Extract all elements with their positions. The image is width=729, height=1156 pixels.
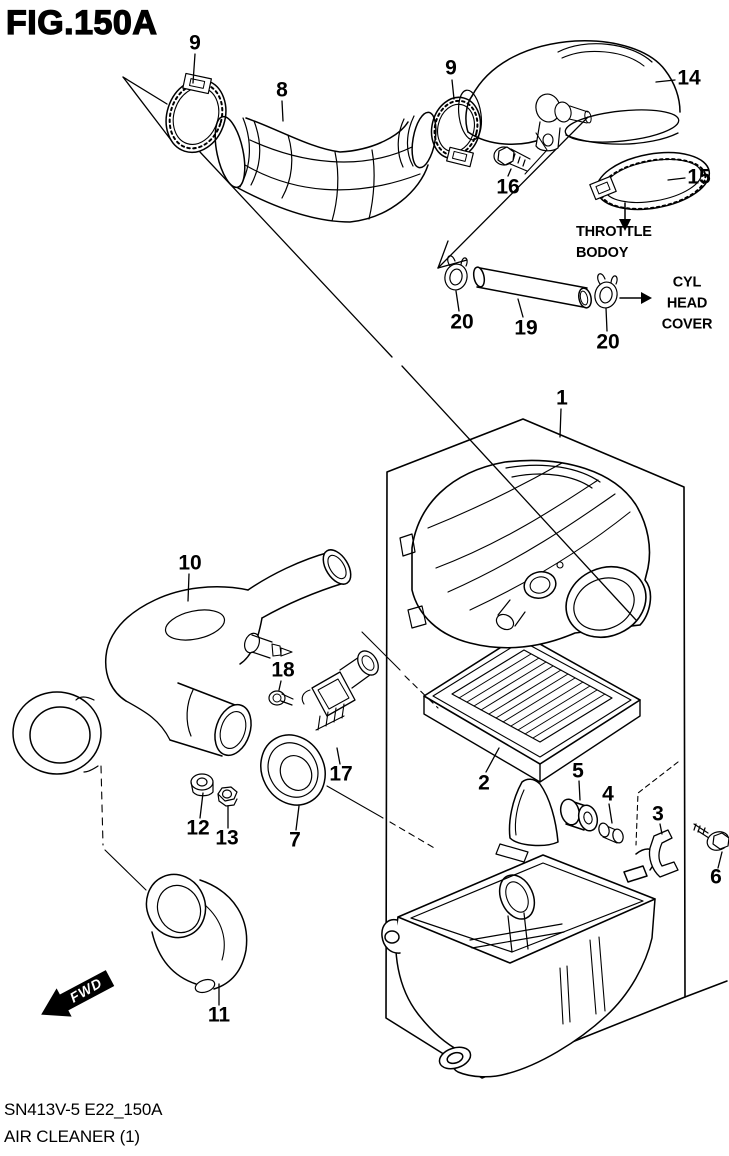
part-label-9: 9 bbox=[189, 31, 201, 55]
part-label-11: 11 bbox=[207, 1003, 231, 1027]
part-label-18: 18 bbox=[271, 658, 295, 682]
air-cleaner-case-drawing bbox=[381, 848, 659, 1078]
grommet-5-drawing bbox=[559, 798, 599, 832]
clamp-9-fork-leader bbox=[122, 76, 172, 141]
spacer-4-drawing bbox=[598, 822, 624, 844]
throttle-body-callout: THROTTLE BODOY bbox=[576, 223, 652, 261]
nut-12-drawing bbox=[190, 773, 214, 797]
part-label-16: 16 bbox=[496, 175, 520, 199]
air-cleaner-cap-drawing bbox=[399, 459, 652, 649]
hose-clip-20b-drawing bbox=[594, 273, 618, 309]
figure-title: FIG.150A bbox=[5, 3, 158, 42]
hose-clamp-9a-drawing bbox=[165, 72, 227, 154]
part-label-8: 8 bbox=[276, 78, 288, 102]
bracket-3-drawing bbox=[648, 829, 679, 878]
centerline-7-into-box bbox=[326, 785, 437, 850]
label-leaders bbox=[187, 53, 723, 1006]
cyl-head-cover-callout: CYL HEAD COVER bbox=[661, 274, 713, 333]
part-label-5: 5 bbox=[572, 759, 584, 783]
part-label-13: 13 bbox=[215, 826, 239, 850]
part-label-19: 19 bbox=[514, 316, 538, 340]
part-label-4: 4 bbox=[602, 782, 614, 806]
holder-bracket-drawing bbox=[495, 778, 559, 863]
hose-clamp-15-drawing bbox=[589, 151, 711, 211]
part-label-17: 17 bbox=[329, 762, 353, 786]
intake-pipe-10-drawing bbox=[12, 549, 352, 775]
part-label-1: 1 bbox=[556, 386, 568, 410]
part-label-2: 2 bbox=[478, 771, 490, 795]
maf-sensor-17-drawing bbox=[301, 650, 379, 731]
fwd-arrow bbox=[41, 970, 115, 1017]
part-label-3: 3 bbox=[652, 802, 664, 826]
part-label-10: 10 bbox=[178, 551, 202, 575]
part-label-9: 9 bbox=[445, 56, 457, 80]
part-label-20: 20 bbox=[450, 310, 474, 334]
nut-13-drawing bbox=[217, 786, 238, 807]
centerline-10-to-11 bbox=[100, 765, 147, 891]
diagram-name: AIR CLEANER (1) bbox=[4, 1127, 140, 1146]
bracket-3-centerline bbox=[635, 761, 679, 846]
assembly-box-outline bbox=[385, 418, 728, 1079]
part-label-14: 14 bbox=[677, 66, 701, 90]
hose-clip-20a-drawing bbox=[444, 255, 468, 291]
cyl-head-cover-arrow bbox=[619, 292, 652, 304]
part-label-20: 20 bbox=[596, 330, 620, 354]
hose-clamp-9b-drawing bbox=[430, 96, 482, 168]
bolt-6-drawing bbox=[693, 823, 729, 851]
filter-element-drawing bbox=[423, 633, 641, 783]
diagram-code: SN413V-5 E22_150A bbox=[4, 1100, 163, 1119]
intake-pipe-14-drawing bbox=[457, 40, 681, 152]
part-label-6: 6 bbox=[710, 865, 722, 889]
air-cleaner-hose-drawing bbox=[214, 111, 437, 223]
outlet-hose-11-drawing bbox=[145, 873, 248, 994]
breather-hose-19-drawing bbox=[472, 266, 592, 309]
part-label-15: 15 bbox=[687, 165, 711, 189]
seal-ring-7-drawing bbox=[260, 734, 326, 806]
part-label-12: 12 bbox=[186, 816, 210, 840]
screw-18-drawing bbox=[268, 690, 294, 706]
throttle-body-arrow bbox=[619, 202, 631, 231]
bolt-16-drawing bbox=[493, 132, 548, 175]
centerline-17-into-box bbox=[361, 631, 439, 709]
part-label-7: 7 bbox=[289, 828, 301, 852]
